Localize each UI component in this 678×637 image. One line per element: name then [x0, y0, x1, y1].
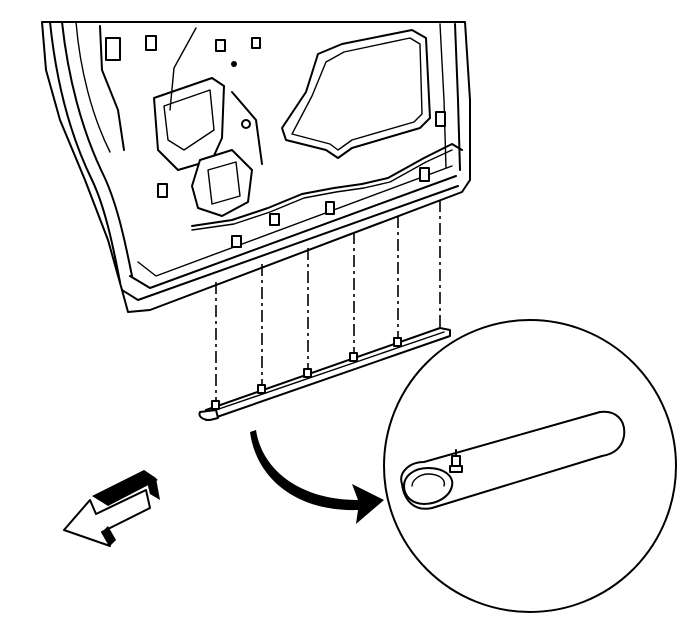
fastener-clip — [349, 352, 358, 362]
trim-molding-strip — [198, 327, 451, 421]
door-inner-panel — [41, 21, 471, 313]
fastener-clip — [257, 384, 266, 394]
curved-callout-arrow-icon — [250, 430, 384, 524]
alignment-guide-lines — [215, 200, 441, 400]
fastener-clip — [211, 400, 220, 410]
fastener-clip — [303, 368, 312, 378]
fastener-clip — [393, 337, 402, 347]
detail-magnifier — [383, 319, 677, 613]
front-of-vehicle-arrow-icon — [63, 470, 160, 547]
fastener-clip-detail — [449, 449, 463, 473]
